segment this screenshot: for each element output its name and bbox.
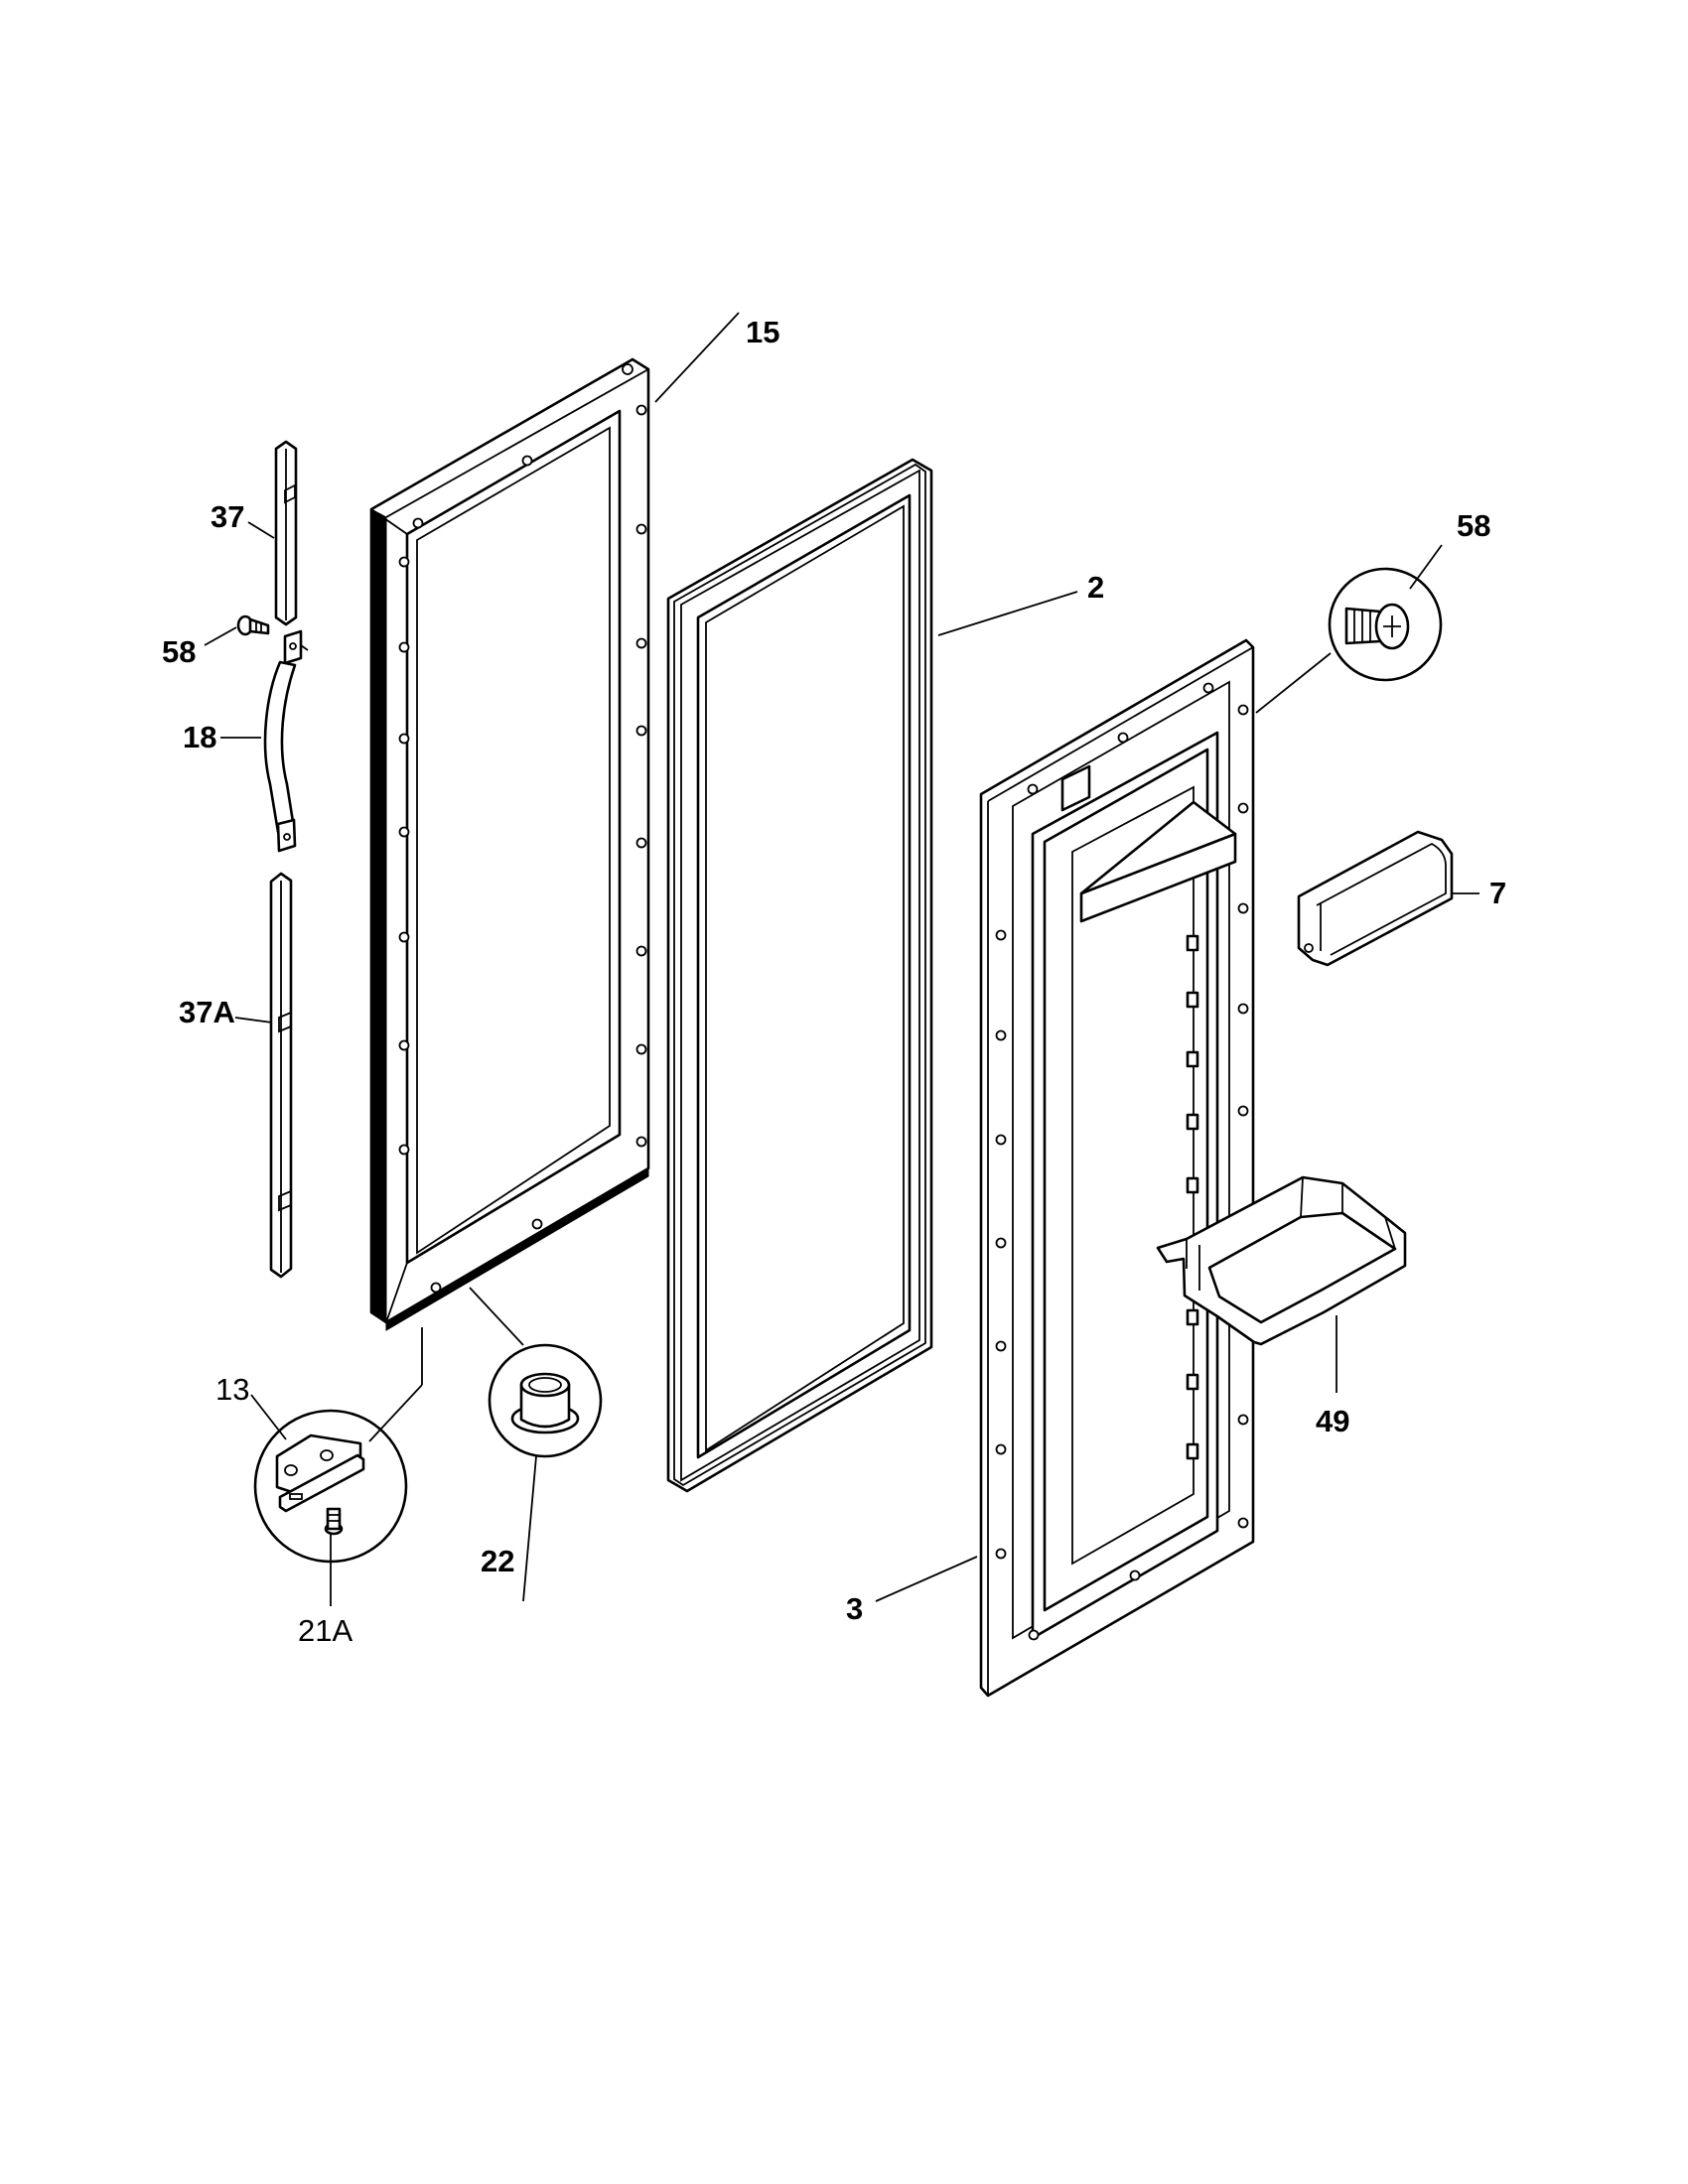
upper-trim-strip [274, 440, 298, 626]
callout-49: 49 [1316, 1404, 1349, 1438]
outer-door-frame [369, 357, 650, 1331]
callout-2: 2 [1087, 570, 1104, 605]
door-bumper-detail [488, 1343, 603, 1458]
callout-13: 13 [215, 1372, 249, 1407]
screw-detail-right [1328, 567, 1443, 682]
callout-37a: 37A [179, 995, 235, 1029]
inner-door-liner [979, 638, 1255, 1698]
door-bin [1156, 1175, 1407, 1346]
callout-21a: 21A [298, 1613, 352, 1648]
callout-15: 15 [746, 315, 779, 349]
liner-shelf-clips [1186, 934, 1199, 1460]
door-gasket [666, 458, 933, 1493]
callout-58-left: 58 [162, 634, 196, 669]
callout-labels: 15 37 58 18 37A 13 21A 22 2 58 7 49 3 [162, 315, 1506, 1648]
callout-58-right: 58 [1457, 508, 1490, 543]
leader-lines [204, 312, 1479, 1606]
small-screw-left [236, 614, 270, 636]
lower-trim-strip [269, 872, 293, 1279]
callout-3: 3 [846, 1591, 863, 1626]
callout-7: 7 [1489, 876, 1506, 910]
callout-18: 18 [183, 720, 216, 754]
callout-22: 22 [481, 1544, 514, 1578]
dairy-door-cover [1297, 830, 1454, 967]
door-handle [263, 629, 309, 853]
frame-screw-holes [398, 363, 647, 1294]
liner-screw-holes [995, 682, 1249, 1641]
callout-37: 37 [211, 499, 244, 534]
hinge-bracket-detail [253, 1409, 408, 1564]
